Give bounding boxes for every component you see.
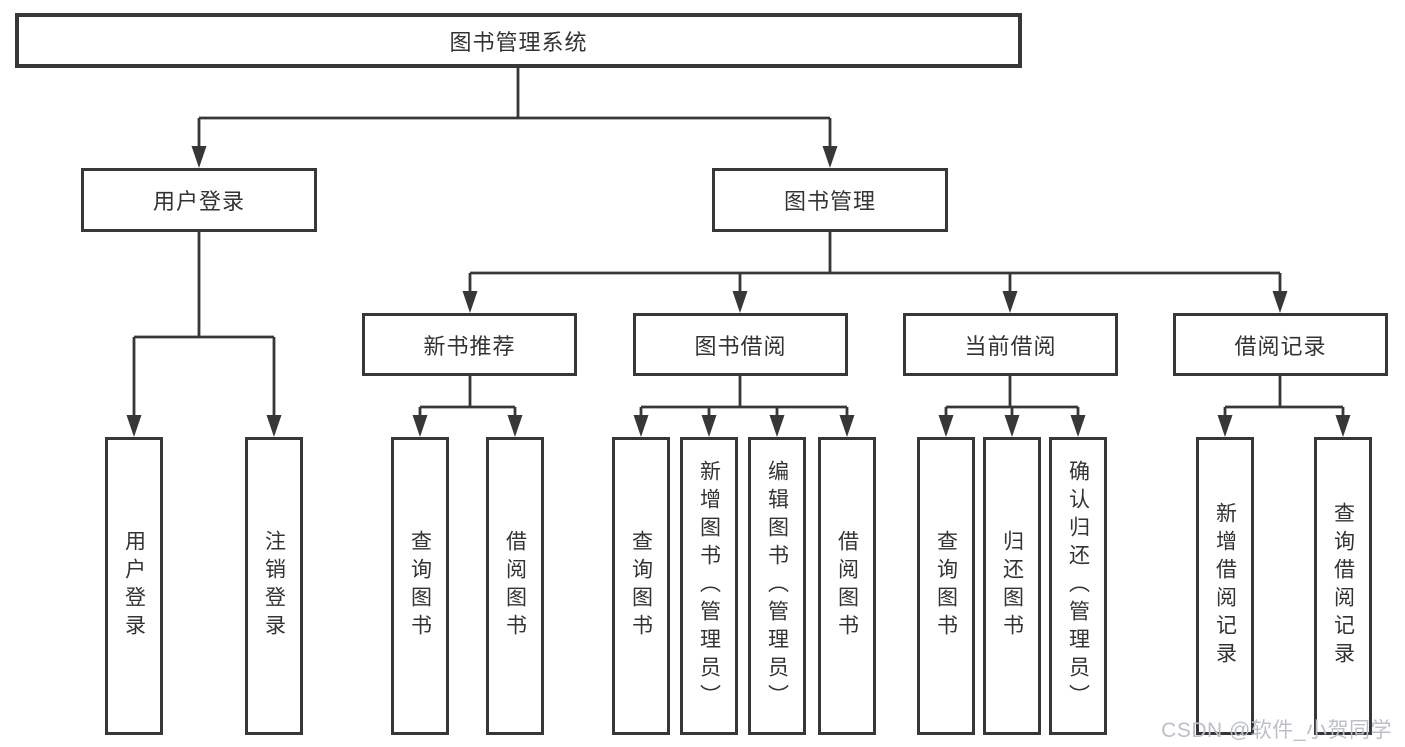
leaf-newbook-borrow-label: 借阅图书 <box>503 530 527 642</box>
leaf-records-add-label: 新增借阅记录 <box>1213 502 1237 670</box>
node-book-management: 图书管理 <box>712 168 948 232</box>
arrowhead <box>507 415 523 437</box>
connector-records-to-leaves <box>1223 376 1345 419</box>
csdn-watermark: CSDN @软件_小贺同学 <box>1161 719 1392 742</box>
connector-borrow-to-leaves <box>639 376 849 419</box>
leaf-borrow-edit: 编辑图书（管理员） <box>748 437 806 735</box>
arrowhead <box>1217 415 1233 437</box>
arrowhead <box>1070 415 1086 437</box>
arrowhead <box>732 291 748 313</box>
leaf-borrow-add: 新增图书（管理员） <box>680 437 738 735</box>
connector-login-to-leaves <box>132 232 276 419</box>
leaf-current-confirm-return-label: 确认归还（管理员） <box>1066 460 1090 712</box>
leaf-current-query-label: 查询图书 <box>934 530 958 642</box>
leaf-current-query: 查询图书 <box>917 437 975 735</box>
leaf-borrow-borrow-label: 借阅图书 <box>835 530 859 642</box>
arrowhead <box>1272 291 1288 313</box>
leaf-borrow-borrow: 借阅图书 <box>818 437 876 735</box>
arrowhead <box>769 415 785 437</box>
arrowhead <box>633 415 649 437</box>
leaf-borrow-edit-label: 编辑图书（管理员） <box>765 460 789 712</box>
leaf-borrow-query: 查询图书 <box>612 437 670 735</box>
connector-current-to-leaves <box>944 376 1080 419</box>
arrowhead <box>701 415 717 437</box>
node-book-management-label: 图书管理 <box>783 189 876 214</box>
arrowhead <box>126 415 142 437</box>
node-borrow-records-label: 借阅记录 <box>1234 333 1327 359</box>
leaf-borrow-add-label: 新增图书（管理员） <box>697 460 721 712</box>
leaf-logout: 注销登录 <box>245 437 303 735</box>
leaf-newbook-borrow: 借阅图书 <box>486 437 544 735</box>
leaf-newbook-query: 查询图书 <box>391 437 449 735</box>
node-book-borrow: 图书借阅 <box>633 313 848 376</box>
leaf-records-query: 查询借阅记录 <box>1314 437 1372 735</box>
node-borrow-records: 借阅记录 <box>1173 313 1388 376</box>
leaf-user-login-label: 用户登录 <box>122 530 146 642</box>
arrowhead <box>1002 291 1018 313</box>
leaf-user-login: 用户登录 <box>105 437 163 735</box>
node-book-borrow-label: 图书借阅 <box>694 333 787 359</box>
node-root-label: 图书管理系统 <box>449 29 588 55</box>
arrowhead <box>822 146 838 168</box>
leaf-newbook-query-label: 查询图书 <box>408 530 432 642</box>
node-current-borrow: 当前借阅 <box>903 313 1118 376</box>
arrowhead <box>839 415 855 437</box>
arrowhead <box>266 415 282 437</box>
node-new-book-recommend-label: 新书推荐 <box>423 333 516 359</box>
node-user-login-label: 用户登录 <box>152 189 245 214</box>
arrowhead <box>412 415 428 437</box>
leaf-current-return: 归还图书 <box>983 437 1041 735</box>
arrowhead <box>938 415 954 437</box>
arrowheads <box>126 146 1351 437</box>
arrowhead <box>191 146 207 168</box>
arrowhead <box>1004 415 1020 437</box>
leaf-logout-label: 注销登录 <box>262 530 286 642</box>
connector-root-to-level2 <box>197 68 832 150</box>
node-current-borrow-label: 当前借阅 <box>964 333 1057 359</box>
leaf-borrow-query-label: 查询图书 <box>629 530 653 642</box>
leaf-records-query-label: 查询借阅记录 <box>1331 502 1355 670</box>
leaf-records-add: 新增借阅记录 <box>1196 437 1254 735</box>
arrowhead <box>462 291 478 313</box>
node-new-book-recommend: 新书推荐 <box>362 313 577 376</box>
connector-newbook-to-leaves <box>418 376 517 419</box>
leaf-current-return-label: 归还图书 <box>1000 530 1024 642</box>
node-root: 图书管理系统 <box>15 13 1022 68</box>
leaf-current-confirm-return: 确认归还（管理员） <box>1049 437 1107 735</box>
connector-management-to-sections <box>468 232 1282 295</box>
arrowhead <box>1335 415 1351 437</box>
node-user-login: 用户登录 <box>81 168 317 232</box>
